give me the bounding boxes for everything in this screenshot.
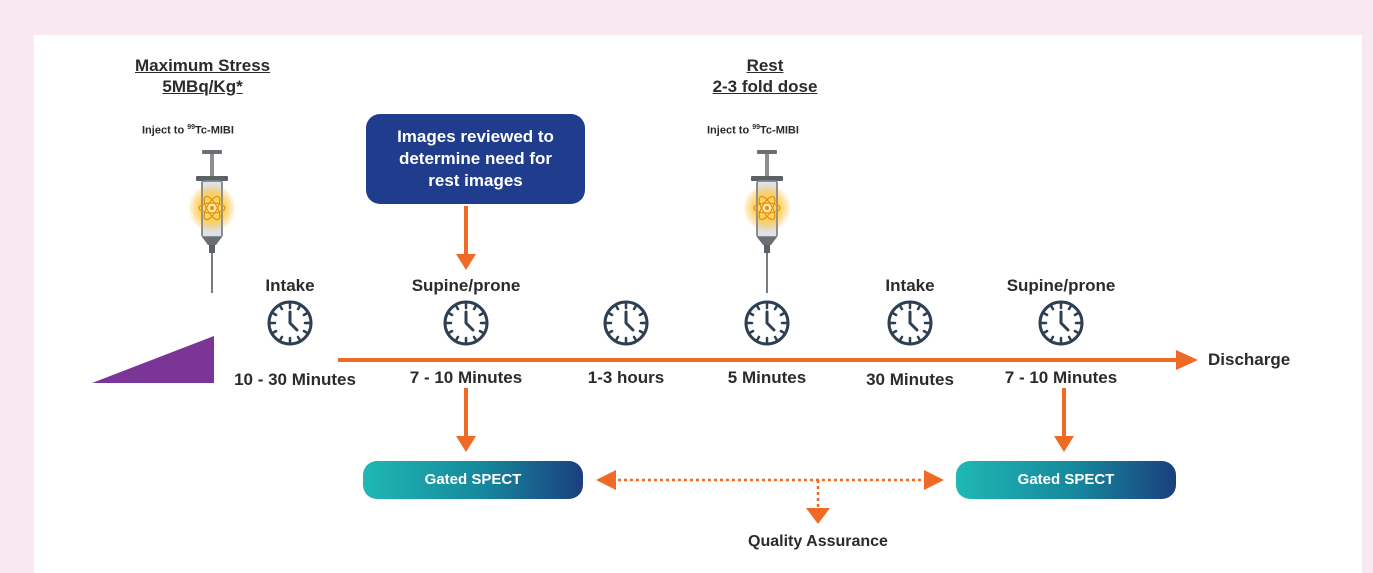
- stage-label-5: Intake: [885, 276, 935, 295]
- timeline-arrowhead: [1176, 350, 1198, 370]
- spect2-arrow-head: [1054, 436, 1074, 452]
- rest-title-line1: Rest: [746, 56, 784, 75]
- quality-assurance-label: Quality Assurance: [748, 533, 888, 550]
- discharge-label: Discharge: [1208, 350, 1291, 369]
- qa-arrow-right: [924, 470, 944, 490]
- clock-icon: [443, 300, 489, 346]
- stress-isotope: Tc-MIBI: [195, 124, 234, 137]
- stage-label-6: Supine/prone: [1006, 276, 1116, 295]
- review-arrow-head: [456, 254, 476, 270]
- rest-inject-prefix: Inject to: [707, 124, 753, 137]
- duration-5: 30 Minutes: [866, 370, 954, 389]
- stress-title-line2: 5MBq/Kg*: [162, 77, 243, 96]
- clock-icon: [744, 300, 790, 346]
- stress-isotope-sup: 99: [187, 124, 196, 131]
- stage-label-2: Supine/prone: [411, 276, 521, 295]
- duration-3: 1-3 hours: [587, 368, 665, 387]
- rest-title: Rest 2-3 fold dose: [700, 55, 830, 97]
- stress-inject-label: Inject to 99Tc-MIBI: [142, 124, 234, 137]
- stress-title-line1: Maximum Stress: [135, 56, 271, 75]
- review-box-line2: determine need for: [398, 149, 553, 168]
- gated-spect-2: Gated SPECT: [956, 461, 1176, 499]
- syringe-atom-icon: [187, 149, 237, 294]
- spect1-arrow-head: [456, 436, 476, 452]
- stress-inject-prefix: Inject to: [142, 124, 188, 137]
- stress-title: Maximum Stress 5MBq/Kg*: [135, 55, 270, 97]
- rest-title-line2: 2-3 fold dose: [712, 77, 818, 96]
- duration-2: 7 - 10 Minutes: [409, 368, 523, 387]
- clock-icon: [267, 300, 313, 346]
- duration-4: 5 Minutes: [727, 368, 807, 387]
- clock-icon: [603, 300, 649, 346]
- clock-icon: [1038, 300, 1084, 346]
- review-box: Images reviewed to determine need for re…: [366, 114, 585, 204]
- stage-label-1: Intake: [265, 276, 315, 295]
- review-box-line1: Images reviewed to: [397, 127, 554, 146]
- duration-1: 10 - 30 Minutes: [234, 370, 356, 389]
- clock-icon: [887, 300, 933, 346]
- ramp-triangle-icon: [92, 336, 214, 383]
- rest-isotope-sup: 99: [752, 124, 761, 131]
- gated-spect-1: Gated SPECT: [363, 461, 583, 499]
- rest-isotope: Tc-MIBI: [760, 124, 799, 137]
- review-box-line3: rest images: [428, 171, 523, 190]
- qa-arrow-down: [806, 508, 830, 524]
- qa-arrow-left: [596, 470, 616, 490]
- rest-inject-label: Inject to 99Tc-MIBI: [707, 124, 799, 137]
- syringe-atom-icon: [742, 149, 792, 294]
- duration-6: 7 - 10 Minutes: [1004, 368, 1118, 387]
